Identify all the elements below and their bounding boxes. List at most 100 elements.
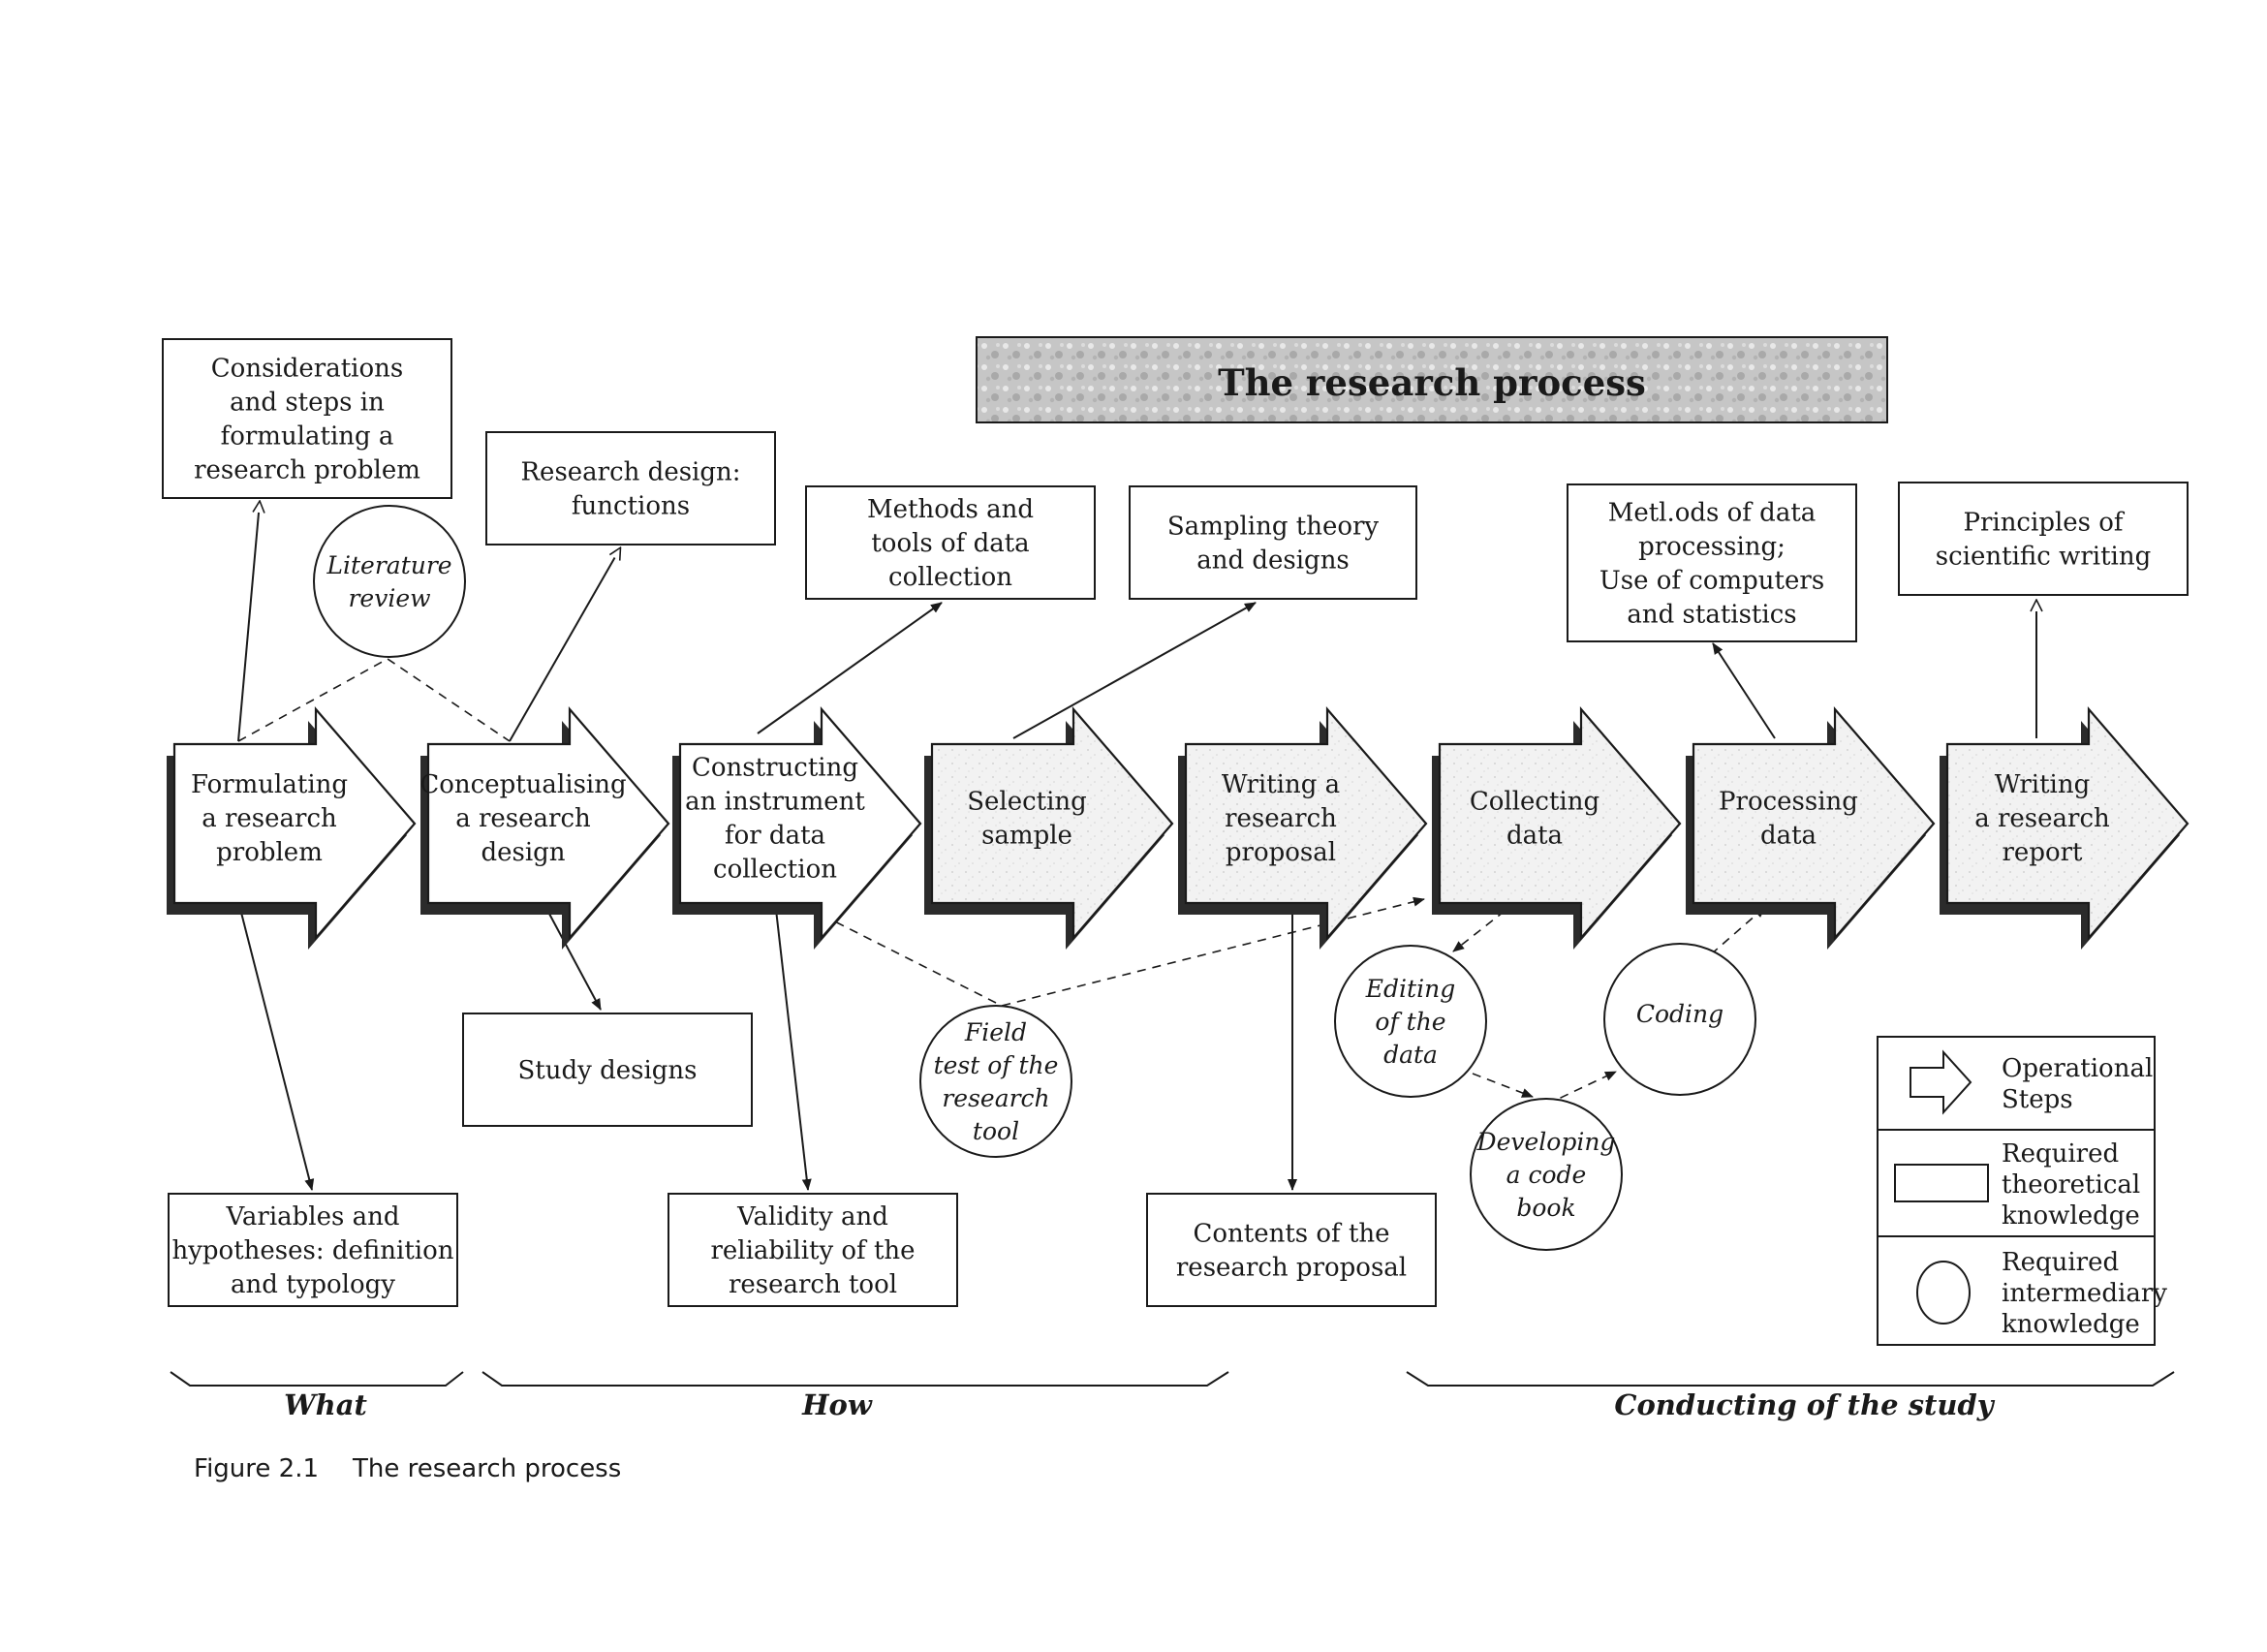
how-bracket (481, 1371, 1229, 1387)
legend (1877, 1036, 2156, 1346)
figure-caption: Figure 2.1 The research process (194, 1454, 621, 1483)
variables-hypotheses-line-1: Variables and (226, 1202, 400, 1231)
literature-review-line-1: Literature (326, 551, 451, 579)
validity-reliability-box (668, 1193, 958, 1307)
how-label: How (801, 1388, 873, 1421)
methods-processing-line-3: Use of computers (1599, 567, 1824, 596)
considerations-line-3: formulating a (221, 422, 394, 452)
editing-circle (1334, 945, 1487, 1098)
sampling-theory-line-2: and designs (1196, 546, 1350, 576)
arrow-to-study-designs (542, 900, 602, 1011)
literature-review-line-2: review (348, 584, 430, 612)
methods-processing-line-4: and statistics (1627, 601, 1796, 630)
caption-text: The research process (352, 1454, 621, 1483)
step-collecting-line-2: data (1506, 822, 1563, 851)
title-banner: The research process (976, 336, 1888, 423)
connectors (237, 502, 2036, 1191)
conducting-label: Conducting of the study (1614, 1388, 1995, 1421)
coding-line-1: Coding (1636, 1000, 1724, 1028)
step-selecting-line-1: Selecting (967, 788, 1087, 817)
validity-reliability-line-3: research tool (729, 1270, 897, 1299)
step-conceptualising-shape (426, 706, 670, 941)
step-writing-proposal-shape (1184, 706, 1428, 941)
legend-theoretical-line-2: theoretical (2002, 1170, 2140, 1200)
step-processing-arrow (1686, 706, 1936, 950)
methods-tools-line-3: collection (888, 563, 1012, 592)
legend-arrow-icon (1910, 1049, 1972, 1115)
sampling-theory-box (1129, 485, 1417, 600)
step-formulating-arrow (167, 706, 417, 950)
editing-line-2: of the (1375, 1008, 1445, 1036)
conducting-bracket (1406, 1371, 2175, 1387)
labels: Formulating a research problem Conceptualis… (171, 355, 2167, 1340)
step-conceptualising-arrow (420, 706, 670, 950)
intermediary-circles (313, 505, 1756, 1251)
dash-codebook-to-coding (1545, 1071, 1617, 1106)
methods-tools-box (805, 485, 1096, 600)
variables-hypotheses-line-3: and typology (231, 1270, 395, 1299)
step-selecting-line-2: sample (981, 822, 1072, 851)
step-selecting-shape (930, 706, 1174, 941)
research-design-functions-line-1: Research design: (520, 458, 740, 487)
legend-intermediary-line-2: intermediary (2002, 1279, 2167, 1308)
field-test-line-3: research (942, 1084, 1049, 1112)
step-writing-report-line-2: a research (1974, 804, 2110, 833)
field-test-line-1: Field (964, 1018, 1027, 1046)
principles-writing-box (1898, 482, 2189, 596)
dash-literature-review (237, 658, 511, 742)
research-design-functions-box (485, 431, 776, 545)
legend-circle-icon (1916, 1261, 1971, 1325)
methods-processing-line-1: Metl.ods of data (1608, 499, 1817, 528)
step-constructing-arrow (672, 706, 922, 950)
step-collecting-arrow (1432, 706, 1682, 950)
what-bracket (170, 1371, 464, 1387)
developing-code-book-circle (1470, 1098, 1623, 1251)
step-formulating-line-3: problem (216, 838, 323, 867)
methods-tools-line-2: tools of data (871, 529, 1029, 558)
methods-processing-box (1567, 483, 1857, 642)
considerations-line-4: research problem (194, 456, 420, 485)
step-selecting-arrow (924, 706, 1174, 950)
step-conceptualising-line-2: a research (455, 804, 591, 833)
study-designs-box (462, 1013, 753, 1127)
step-formulating-line-1: Formulating (191, 770, 348, 799)
contents-proposal-box (1146, 1193, 1437, 1307)
step-formulating-line-2: a research (202, 804, 337, 833)
field-test-line-2: test of the (934, 1051, 1059, 1079)
step-processing-line-2: data (1760, 822, 1817, 851)
step-collecting-line-1: Collecting (1470, 788, 1599, 817)
what-label: What (284, 1388, 367, 1421)
step-writing-proposal-arrow (1178, 706, 1428, 950)
legend-intermediary-line-3: knowledge (2002, 1310, 2140, 1339)
dash-to-editing (1452, 900, 1518, 952)
principles-writing-line-2: scientific writing (1936, 543, 2151, 572)
developing-code-book-line-1: Developing (1476, 1128, 1616, 1156)
legend-rectangle-icon (1894, 1164, 1989, 1202)
step-conceptualising-line-3: design (481, 838, 565, 867)
legend-theoretical-line-3: knowledge (2002, 1201, 2140, 1231)
field-test-circle (919, 1005, 1072, 1158)
operational-steps (167, 706, 2189, 950)
step-processing-shape (1692, 706, 1936, 941)
step-writing-proposal-line-2: research (1225, 804, 1337, 833)
variables-hypotheses-line-2: hypotheses: definition (171, 1236, 453, 1265)
coding-circle (1603, 943, 1756, 1096)
methods-processing-line-2: processing; (1638, 533, 1786, 562)
validity-reliability-line-2: reliability of the (710, 1236, 915, 1265)
step-constructing-line-4: collection (713, 856, 837, 885)
legend-theoretical-line-1: Required (2002, 1139, 2119, 1169)
literature-review-circle (313, 505, 466, 658)
arrow-to-methods-tools (757, 602, 943, 734)
arrow-to-research-design-functions (509, 548, 620, 742)
step-constructing-line-2: an instrument (685, 788, 865, 817)
legend-operational-line-1: Operational (2002, 1054, 2153, 1083)
step-conceptualising-line-1: Conceptualising (419, 770, 626, 799)
methods-tools-line-1: Methods and (867, 495, 1034, 524)
section-brackets: What How Conducting of the study (170, 1371, 2175, 1421)
step-collecting-shape (1438, 706, 1682, 941)
developing-code-book-line-2: a code (1506, 1161, 1587, 1189)
considerations-box (162, 338, 452, 499)
step-writing-report-shape (1945, 706, 2189, 941)
